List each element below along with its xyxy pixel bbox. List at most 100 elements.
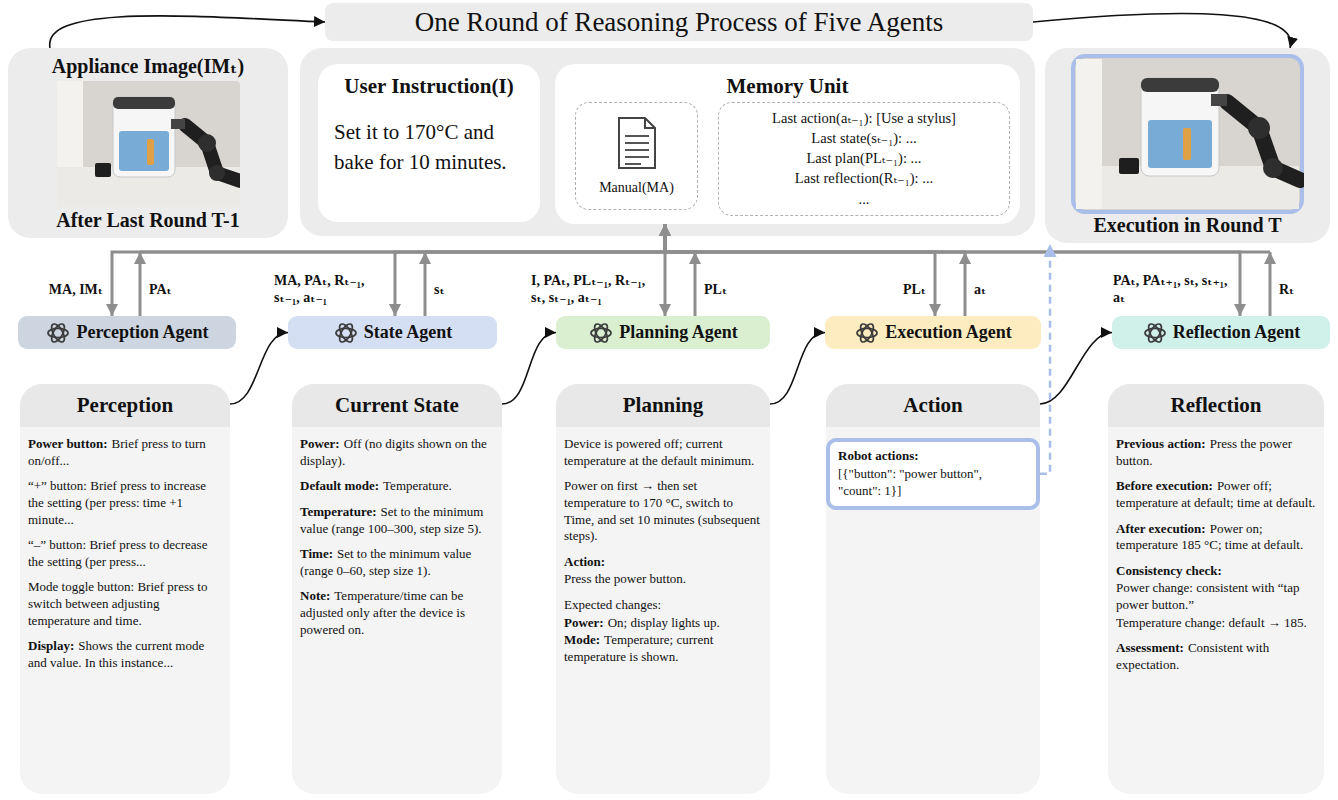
- text-line: Reflection: [1108, 384, 1324, 427]
- illustration-part: [857, 322, 877, 344]
- bold-text: Display:: [28, 638, 74, 653]
- text-line: Note:Temperature/time can be adjusted on…: [300, 588, 494, 638]
- agent-icon: [1142, 320, 1168, 346]
- action-box: Robot actions:[{"button": "power button"…: [826, 438, 1040, 510]
- bold-text: Temperature:: [300, 504, 377, 519]
- plain-text: Expected changes:: [564, 597, 661, 612]
- connector: [665, 224, 965, 316]
- illustration-part: [1263, 158, 1283, 178]
- text-line: Last reflection(Rₜ₋₁): ...: [795, 169, 933, 188]
- manual-icon: [615, 116, 659, 170]
- connector-line: [770, 333, 825, 405]
- image-panel: Execution in Round T: [1045, 48, 1330, 243]
- plain-text: “+” button: Brief press to increase the …: [28, 478, 206, 526]
- output-panel: PerceptionPower button:Brief press to tu…: [20, 384, 230, 794]
- agent-text: Execution Agent: [885, 322, 1012, 342]
- text-line: Device is powered off; current temperatu…: [564, 436, 762, 469]
- illustration-part: [592, 322, 610, 344]
- connector: [770, 333, 825, 405]
- phead-text: Execution in Round T: [1093, 214, 1281, 236]
- agent-text: State Agent: [364, 322, 453, 342]
- agent-icon: [333, 320, 359, 346]
- text-line: Planning: [556, 384, 770, 427]
- illustration-part: [625, 149, 649, 151]
- illustration-part: [209, 165, 225, 181]
- illustration-part: [858, 322, 876, 344]
- illustration-part: [1146, 322, 1164, 344]
- text-line: “–” button: Brief press to decrease the …: [28, 537, 222, 570]
- text-line: Last plan(PLₜ₋₁): ...: [807, 149, 922, 168]
- edge-label: I, PAₜ, PLₜ₋₁, Rₜ₋₁, sₜ, sₜ₋₁, aₜ₋₁: [529, 273, 658, 307]
- text-line: Set it to 170°C and bake for 10 minutes.: [334, 117, 524, 178]
- connector-line: [665, 224, 965, 252]
- connector-line: [694, 252, 697, 316]
- text-line: Appliance Image(IMₜ): [52, 54, 244, 78]
- illustration-part: [337, 322, 355, 344]
- memory-list: Last action(aₜ₋₁): [Use a stylus]Last st…: [718, 102, 1010, 216]
- plain-text: Temperature change: default → 185.: [1116, 615, 1307, 630]
- agent-box: Perception Agent: [18, 316, 236, 349]
- bold-text: After execution:: [1116, 521, 1206, 536]
- edge-label: PLₜ: [702, 282, 729, 299]
- text-line: Temperature change: default → 185.: [1116, 615, 1316, 632]
- text-line: User Instruction(I): [334, 74, 524, 99]
- illustration-part: [1211, 94, 1227, 106]
- title-text: One Round of Reasoning Process of Five A…: [415, 7, 944, 37]
- phead-text: Appliance Image(IMₜ): [52, 55, 244, 77]
- text-line: “+” button: Brief press to increase the …: [28, 478, 222, 528]
- connector-line: [139, 252, 142, 316]
- illustration-part: [57, 81, 240, 207]
- connector-line: [1269, 252, 1272, 316]
- mem-text: Last state(sₜ₋₁): ...: [811, 130, 916, 146]
- illustration-part: [95, 163, 111, 177]
- text-line: Memory Unit: [571, 74, 1004, 99]
- text-line: Mode toggle button: Brief press to switc…: [28, 579, 222, 629]
- text-line: Power change: consistent with “tap power…: [1116, 580, 1316, 613]
- illustration-part: [1148, 120, 1212, 168]
- illustration-part: [625, 135, 649, 137]
- agent-icon: [45, 320, 71, 346]
- head-text: Perception: [77, 393, 173, 417]
- illustration-part: [119, 131, 169, 171]
- bold-text: Previous action:: [1116, 436, 1206, 451]
- text-line: Consistency check:: [1116, 563, 1316, 580]
- bold-text: Power button:: [28, 436, 108, 451]
- agent-box: Execution Agent: [825, 316, 1041, 349]
- output-panel: ReflectionPrevious action:Press the powe…: [1108, 384, 1324, 794]
- edge-label: aₜ: [972, 282, 988, 299]
- text-line: Power on first → then set temperature to…: [564, 478, 762, 545]
- illustration-part: [49, 322, 67, 344]
- illustration-part: [49, 322, 67, 344]
- illustration-part: [337, 322, 355, 344]
- agent-icon: [854, 320, 880, 346]
- text-line: Press the power button.: [564, 571, 762, 588]
- connector-line: [1033, 14, 1291, 48]
- plain-text: Device is powered off; current temperatu…: [564, 436, 754, 468]
- connector: [50, 16, 325, 48]
- text-line: After execution:Power on; temperature 18…: [1116, 521, 1316, 554]
- rcode-text: [{"button": "power button", "count": 1}]: [838, 466, 982, 498]
- text-line: ...: [859, 190, 870, 209]
- text-line: Power:Off (no digits shown on the displa…: [300, 436, 494, 469]
- plain-text: Power on first → then set temperature to…: [564, 478, 760, 543]
- connector-line: [425, 224, 665, 252]
- edge-label: PAₜ: [147, 282, 174, 299]
- text-line: Mode:Temperature; current temperature is…: [564, 632, 762, 665]
- connector: [665, 224, 695, 316]
- illustration-part: [48, 322, 68, 344]
- text-line: Execution Agent: [885, 322, 1012, 343]
- text-line: Execution in Round T: [1093, 214, 1281, 237]
- text-line: State Agent: [364, 322, 453, 343]
- plain-text: Temperature.: [383, 478, 452, 493]
- connector-line: [664, 224, 667, 316]
- illustration-part: [1141, 78, 1219, 92]
- connector-line: [964, 252, 967, 316]
- mem-text: Last plan(PLₜ₋₁): ...: [807, 150, 922, 166]
- plain-text: Power change: consistent with “tap power…: [1116, 580, 1299, 612]
- text-line: Temperature:Set to the minimum value (ra…: [300, 504, 494, 537]
- illustration-part: [185, 125, 240, 181]
- edge-label: MA, PAₜ, Rₜ₋₁, sₜ₋₁, aₜ₋₁: [272, 273, 388, 307]
- illustration-part: [1145, 322, 1165, 344]
- ihead-text: Memory Unit: [727, 74, 849, 98]
- illustration-part: [645, 118, 655, 128]
